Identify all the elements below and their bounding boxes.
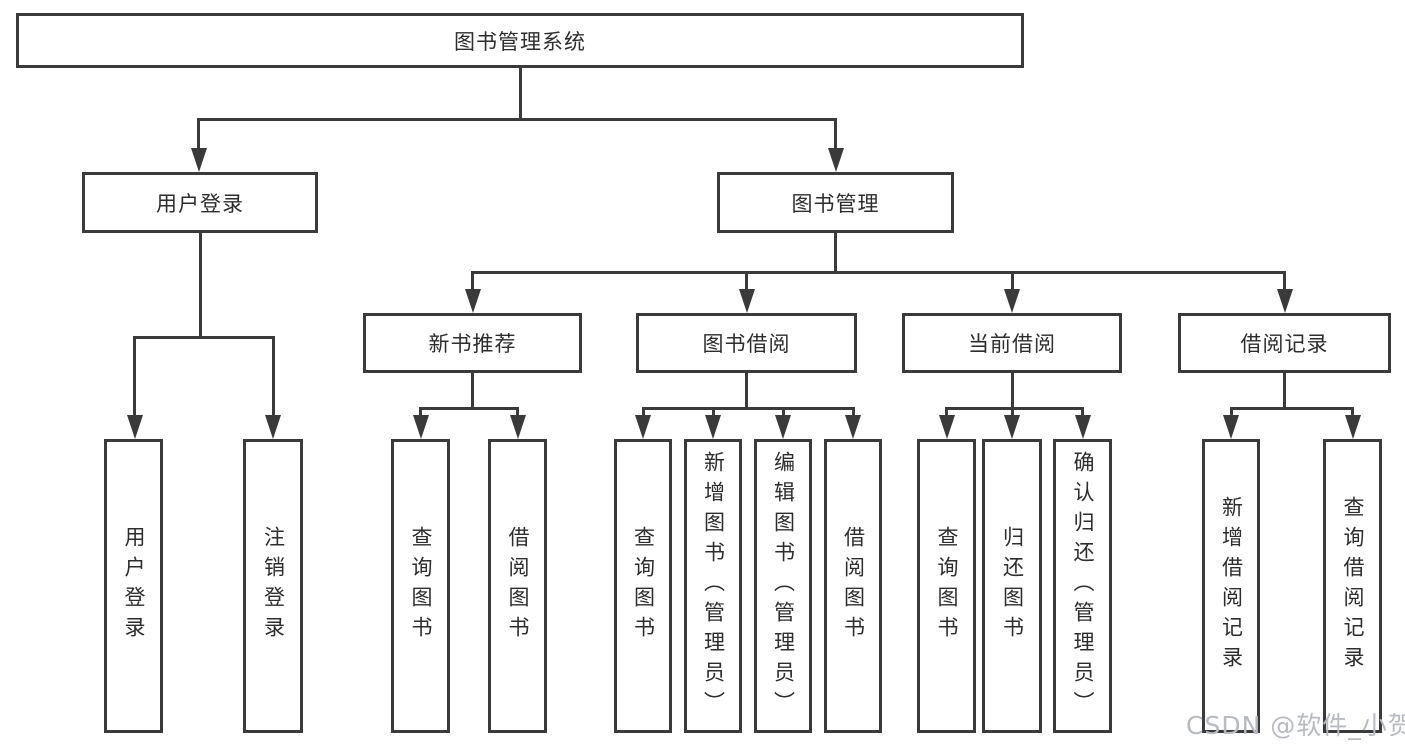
connector-g3-drop-4 [851,407,855,415]
connector-g4-drop-3 [1081,407,1084,415]
connector-g4-drop-2 [1010,407,1014,415]
node-user-login-label: 用户登录 [156,191,244,216]
node-current-borrowing-label: 当前借阅 [968,332,1056,356]
node-leaf-query-books-current: 查询图书 [917,439,976,733]
arrowhead-g3-1 [635,415,651,439]
node-borrowing-records-label: 借阅记录 [1240,332,1329,356]
arrowhead-book-management [827,148,844,172]
arrowhead-user-login [190,148,207,172]
arrowhead-g4-3 [1074,415,1091,439]
connector-user-login-drop [197,118,200,148]
arrowhead-g5-1 [1223,415,1239,439]
arrowhead-g2-1 [412,415,429,439]
arrowhead-g4-2 [1004,415,1020,439]
node-leaf-confirm-return-admin-label: 确认归还（管理员） [1071,451,1095,721]
connector-g3-drop-1 [641,407,645,415]
arrowhead-new-book-recommend [464,289,481,313]
node-book-management-label: 图书管理 [791,191,880,216]
node-leaf-query-books-current-label: 查询图书 [935,526,959,646]
connector-g4-drop-1 [945,407,948,415]
node-leaf-borrow-books-borrowing: 借阅图书 [824,439,882,733]
node-leaf-return-books: 归还图书 [982,439,1042,733]
arrowhead-g1-2 [265,415,281,439]
node-library-system: 图书管理系统 [16,13,1024,68]
connector-g1-stub [198,233,202,336]
connector-g1-hline [133,336,275,339]
arrowhead-borrowing-records [1276,289,1293,313]
node-leaf-add-books-admin: 新增图书（管理员） [684,439,742,733]
connector-root-stub [518,68,522,118]
node-leaf-query-borrow-record-label: 查询借阅记录 [1341,496,1365,676]
node-leaf-add-borrow-record-label: 新增借阅记录 [1219,496,1244,676]
node-leaf-borrow-books-borrowing-label: 借阅图书 [841,526,866,646]
node-new-book-recommend-label: 新书推荐 [428,332,517,356]
node-leaf-logout: 注销登录 [243,439,303,733]
node-leaf-return-books-label: 归还图书 [1000,526,1025,646]
connector-g5-drop-1 [1229,407,1233,415]
node-new-book-recommend: 新书推荐 [363,313,582,373]
connector-g2-hline [419,407,519,410]
node-leaf-confirm-return-admin: 确认归还（管理员） [1053,439,1112,733]
node-borrowing-records: 借阅记录 [1178,313,1391,373]
arrowhead-g3-4 [845,415,861,439]
node-library-system-label: 图书管理系统 [454,29,586,54]
connector-g3-drop-2 [711,407,715,415]
connector-level3-drop-2 [745,271,748,289]
node-leaf-edit-books-admin-label: 编辑图书（管理员） [771,451,796,721]
connector-g5-stub [1283,373,1286,407]
connector-g4-hline [945,407,1084,410]
connector-book-management-drop [834,118,837,148]
node-leaf-query-borrow-record: 查询借阅记录 [1323,439,1382,733]
connector-g2-stub [471,373,474,407]
node-leaf-query-books-borrowing: 查询图书 [614,439,672,733]
node-leaf-query-books-borrowing-label: 查询图书 [631,526,656,646]
arrowhead-g4-1 [938,415,955,439]
arrowhead-g3-2 [705,415,721,439]
node-book-management: 图书管理 [717,172,954,233]
connector-level3-drop-1 [471,271,474,289]
connector-level3-drop-4 [1283,271,1286,289]
connector-g1-drop-2 [271,336,275,415]
connector-g1-drop-1 [133,336,136,415]
node-leaf-add-books-admin-label: 新增图书（管理员） [701,451,726,721]
node-user-login: 用户登录 [82,172,318,233]
arrowhead-g1-1 [126,415,143,439]
node-current-borrowing: 当前借阅 [902,313,1122,373]
connector-level3-drop-3 [1010,271,1014,289]
node-leaf-borrow-books-recommend-label: 借阅图书 [506,526,530,646]
arrowhead-current-borrowing [1004,289,1020,313]
connector-level3-hline [471,271,1286,274]
connector-g2-drop-2 [516,407,519,415]
connector-g5-drop-2 [1351,407,1354,415]
node-leaf-add-borrow-record: 新增借阅记录 [1202,439,1260,733]
connector-g3-hline [641,407,855,410]
node-leaf-logout-label: 注销登录 [261,526,286,646]
connector-g3-stub [745,373,748,407]
node-leaf-edit-books-admin: 编辑图书（管理员） [754,439,812,733]
connector-level3-stub [834,233,837,271]
connector-g3-drop-3 [781,407,785,415]
node-leaf-query-books-recommend-label: 查询图书 [409,526,433,646]
connector-g5-hline [1229,407,1354,410]
arrowhead-book-borrowing [738,289,755,313]
node-leaf-user-login-label: 用户登录 [122,526,146,646]
arrowhead-g5-2 [1344,415,1361,439]
node-leaf-user-login: 用户登录 [104,439,163,733]
connector-level2-hline [197,118,837,121]
node-book-borrowing: 图书借阅 [636,313,857,373]
watermark-text: CSDN @软件_小贺同学 [1186,711,1405,740]
node-book-borrowing-label: 图书借阅 [702,332,791,356]
node-leaf-borrow-books-recommend: 借阅图书 [488,439,547,733]
arrowhead-g2-2 [509,415,526,439]
connector-g4-stub [1010,373,1014,407]
connector-g2-drop-1 [419,407,422,415]
arrowhead-g3-3 [775,415,791,439]
node-leaf-query-books-recommend: 查询图书 [391,439,450,733]
